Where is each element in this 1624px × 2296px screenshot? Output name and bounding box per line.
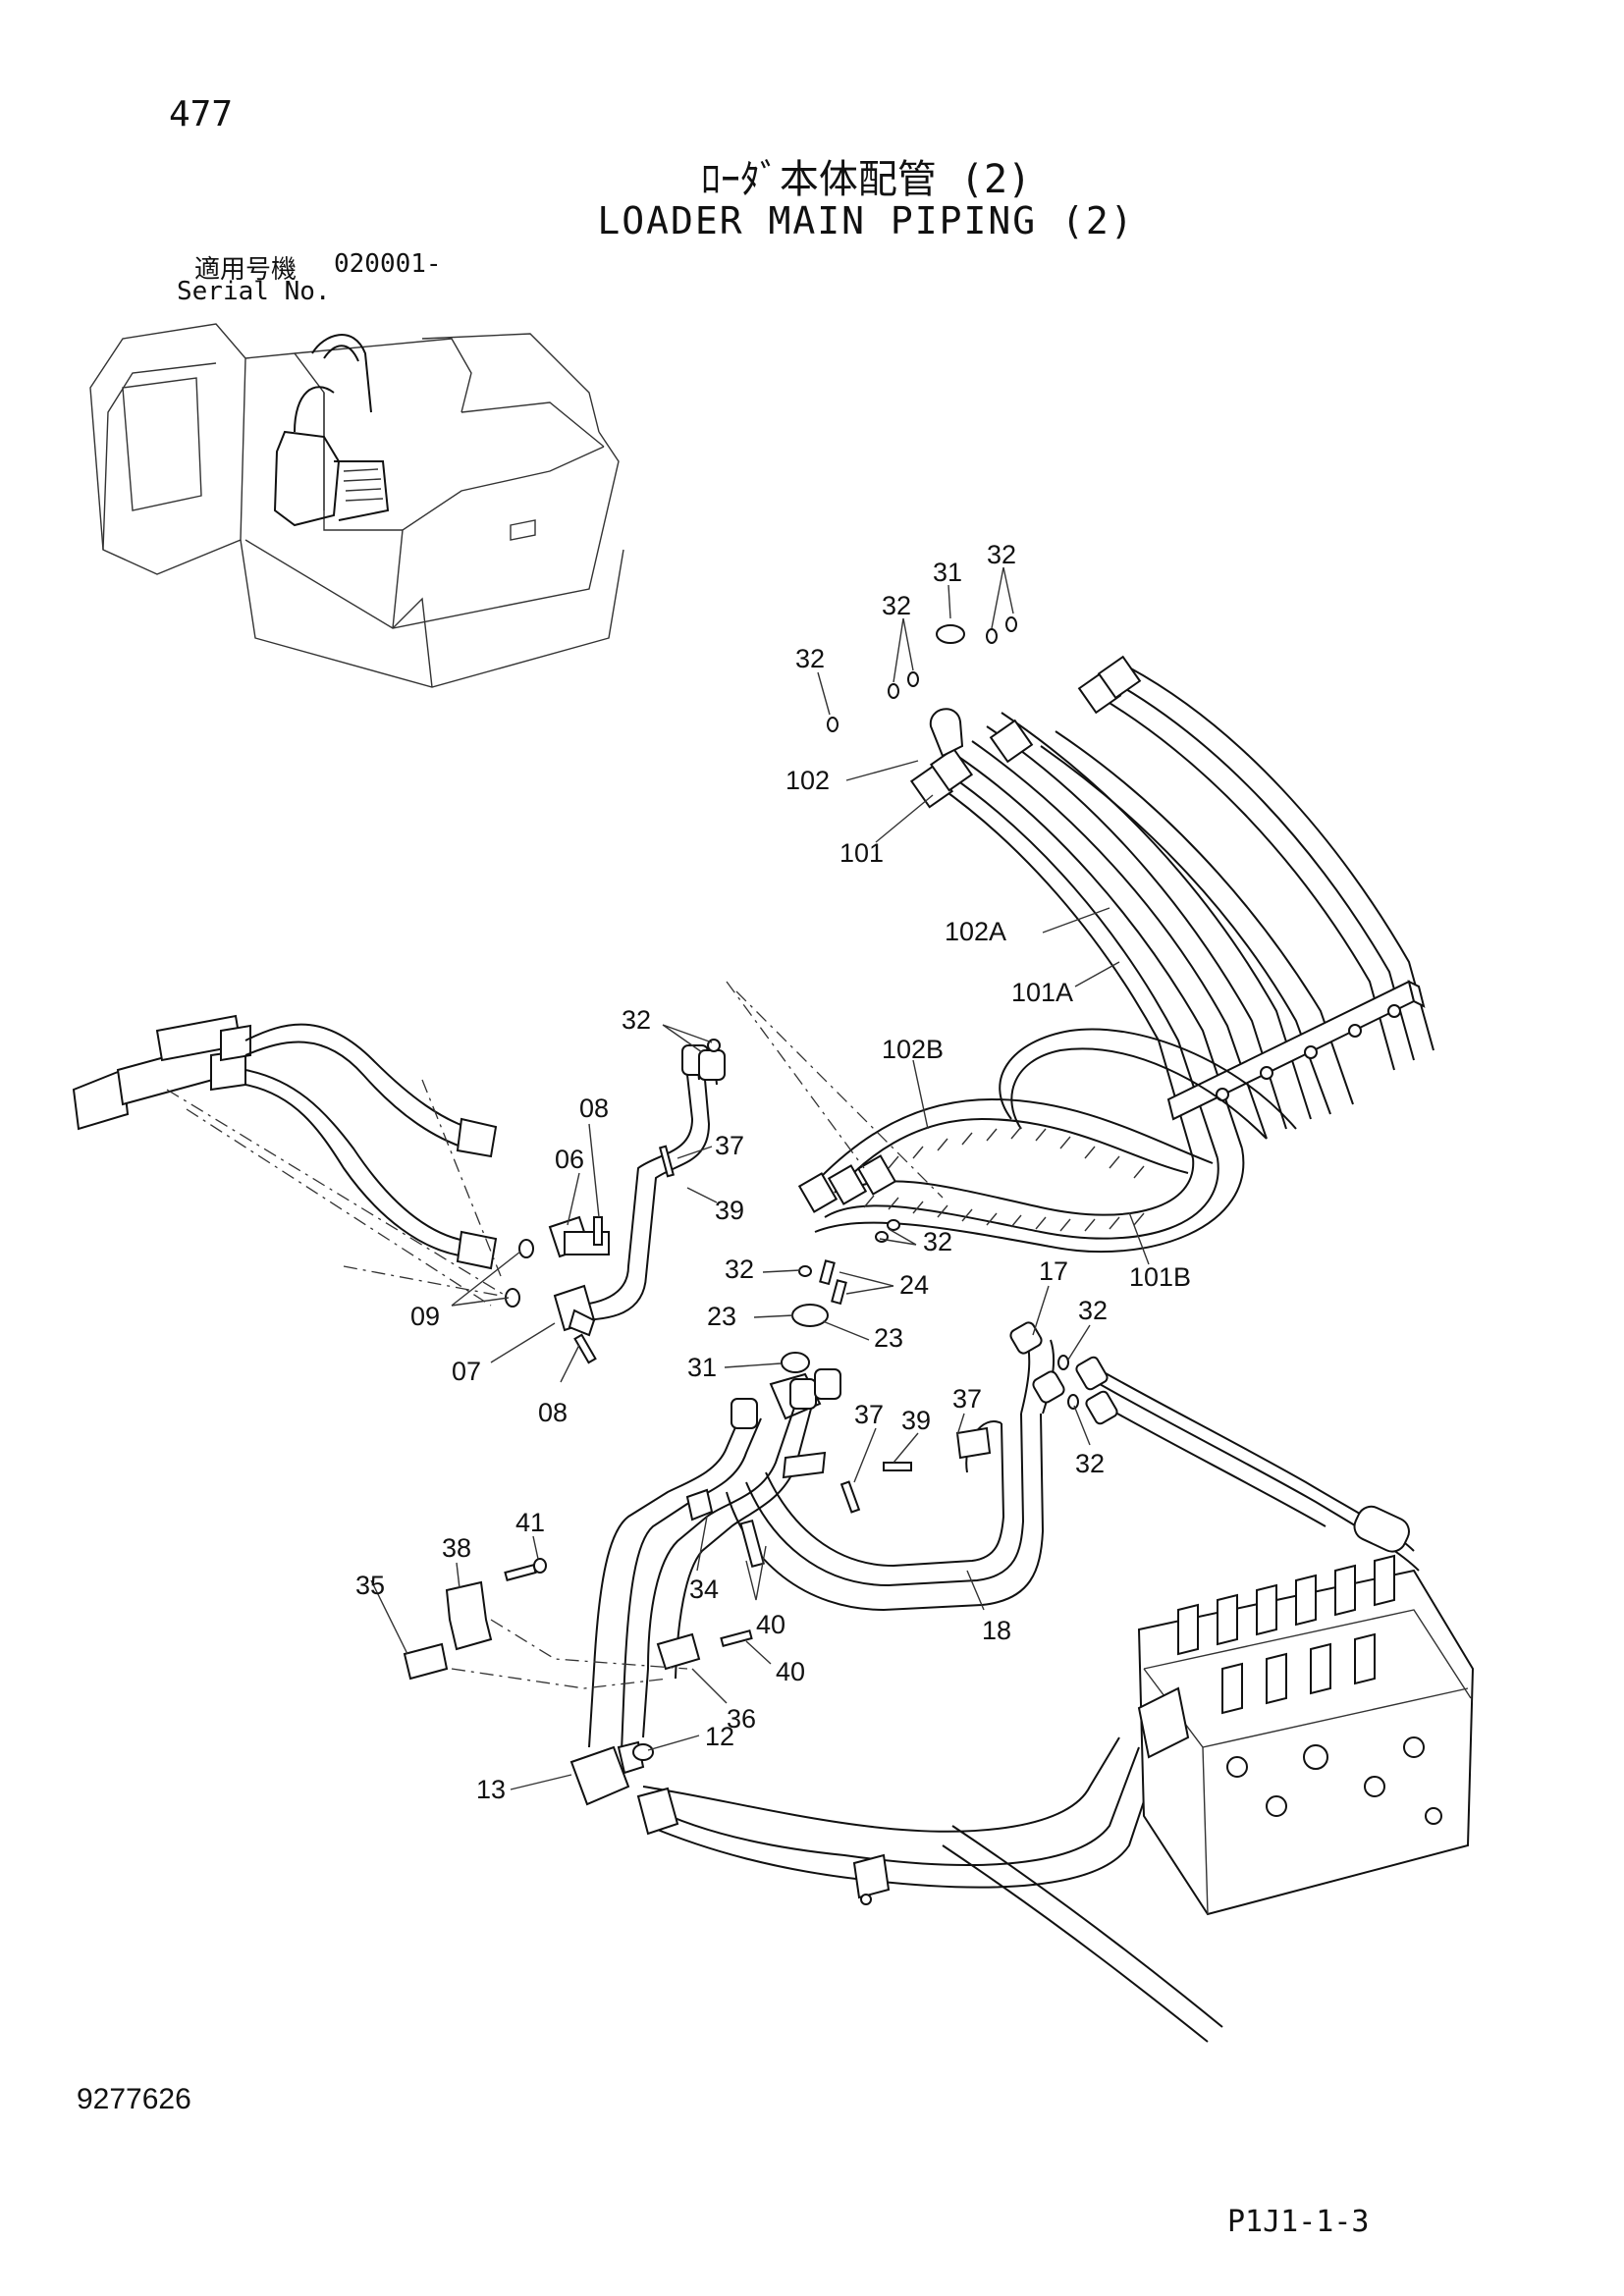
bracket-38 xyxy=(445,1580,493,1651)
callout-41: 41 xyxy=(515,1508,545,1537)
callout-23: 23 xyxy=(707,1302,736,1331)
hose-fitting-102 xyxy=(909,747,974,809)
callout-32: 32 xyxy=(923,1227,952,1256)
callout-32: 32 xyxy=(1078,1296,1108,1325)
machine-overview-sketch xyxy=(89,323,624,688)
block-13 xyxy=(569,1745,630,1806)
control-valve xyxy=(1137,1505,1475,1916)
callout-23: 23 xyxy=(874,1323,903,1353)
callout-31: 31 xyxy=(933,558,962,587)
callout-07: 07 xyxy=(452,1357,481,1386)
callout-40: 40 xyxy=(756,1610,785,1639)
page-code: P1J1-1-3 xyxy=(1227,2205,1370,2239)
bracket-36 xyxy=(656,1632,701,1671)
serial-label-japanese: 適用号機 xyxy=(194,255,298,285)
leader-lines xyxy=(370,566,1150,1790)
serial-label-english: Serial No. xyxy=(177,277,331,306)
callout-32: 32 xyxy=(725,1255,754,1284)
callout-101B: 101B xyxy=(1129,1262,1191,1292)
callout-32: 32 xyxy=(987,540,1016,569)
callout-08: 08 xyxy=(579,1094,609,1123)
callout-35: 35 xyxy=(355,1571,385,1600)
callout-39: 39 xyxy=(901,1406,931,1435)
callout-09: 09 xyxy=(410,1302,440,1331)
callout-39: 39 xyxy=(715,1196,744,1225)
upper-hose-bundle xyxy=(797,655,1435,1254)
title-english: LOADER MAIN PIPING (2) xyxy=(597,199,1135,242)
callout-32: 32 xyxy=(795,644,825,673)
callout-101A: 101A xyxy=(1011,978,1073,1007)
boom-cylinder-piping xyxy=(72,1014,507,1307)
callout-13: 13 xyxy=(476,1775,506,1804)
document-number: 9277626 xyxy=(77,2083,191,2115)
lower-steel-pipes xyxy=(569,1321,1065,1806)
callout-34: 34 xyxy=(689,1575,719,1604)
serial-value: 020001- xyxy=(334,249,442,279)
callout-31: 31 xyxy=(687,1353,717,1382)
callout-36: 36 xyxy=(727,1704,756,1734)
o-rings xyxy=(707,616,1079,1410)
callout-labels: 31 32 32 32 102 101 102A 101A 102B 101B … xyxy=(355,540,1191,1804)
lower-hose-run xyxy=(636,1356,1420,2043)
callout-37: 37 xyxy=(952,1384,982,1414)
page-number: 477 xyxy=(169,94,234,134)
callout-32: 32 xyxy=(622,1005,651,1035)
callout-32: 32 xyxy=(1075,1449,1105,1478)
callout-32: 32 xyxy=(882,591,911,620)
callout-08: 08 xyxy=(538,1398,568,1427)
callout-40: 40 xyxy=(776,1657,805,1686)
callout-102: 102 xyxy=(785,766,830,795)
callout-12: 12 xyxy=(705,1722,734,1751)
callout-102A: 102A xyxy=(945,917,1006,946)
callout-37: 37 xyxy=(854,1400,884,1429)
callout-17: 17 xyxy=(1039,1256,1068,1286)
callout-102B: 102B xyxy=(882,1035,944,1064)
brackets-lower-left xyxy=(403,1558,753,1689)
callout-18: 18 xyxy=(982,1616,1011,1645)
callout-37: 37 xyxy=(715,1131,744,1160)
callout-06: 06 xyxy=(555,1145,584,1174)
callout-101: 101 xyxy=(839,838,884,868)
bracket-35 xyxy=(403,1642,449,1681)
callout-24: 24 xyxy=(899,1270,929,1300)
hose-clamp-bar xyxy=(1166,980,1426,1121)
callout-38: 38 xyxy=(442,1533,471,1563)
center-steel-pipes xyxy=(505,981,944,1364)
hose-fitting-31 xyxy=(929,708,964,758)
title-japanese: ﾛｰﾀﾞ本体配管 (2) xyxy=(700,157,1032,202)
